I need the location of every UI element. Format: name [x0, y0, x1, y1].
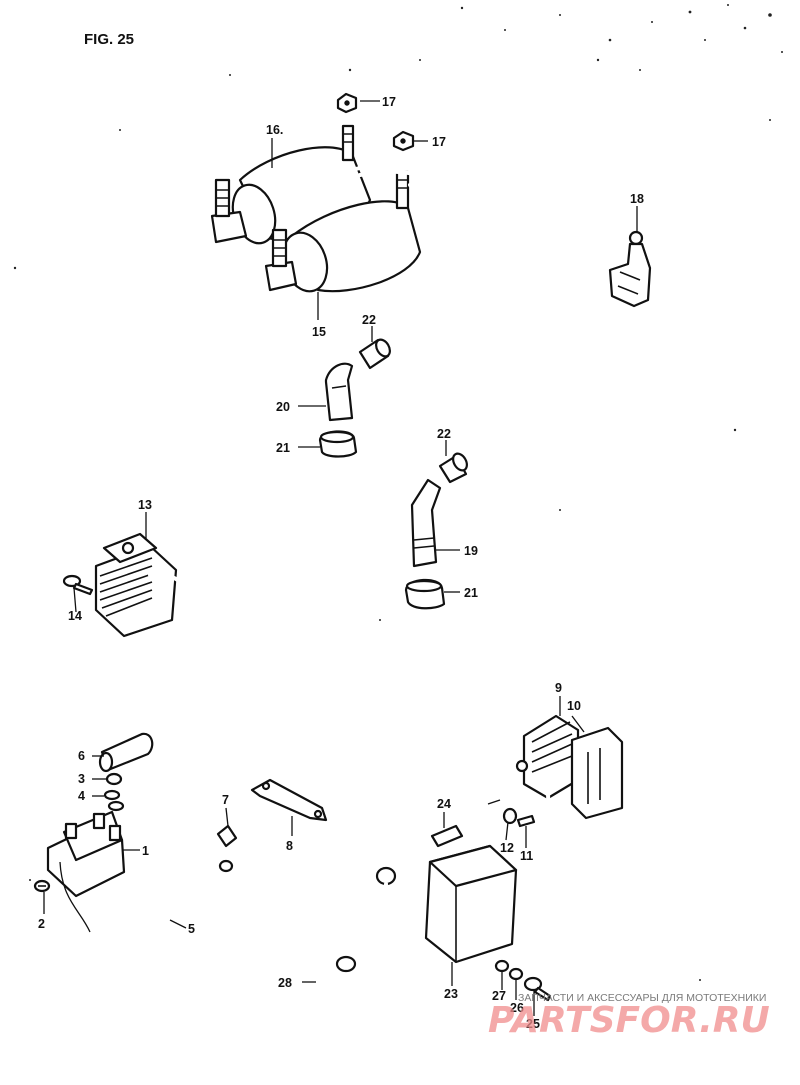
callout-5: 5 [188, 922, 195, 936]
seal-21-upper [318, 430, 358, 458]
cap-7 [216, 824, 238, 848]
clamp-18 [608, 230, 652, 308]
callout-14: 14 [68, 609, 82, 623]
callout-23: 23 [444, 987, 458, 1001]
callout-7: 7 [222, 793, 229, 807]
ignition-coil-15 [264, 170, 422, 293]
callout-17-top: 17 [382, 95, 396, 109]
callout-25: 25 [526, 1017, 540, 1031]
callout-12: 12 [500, 841, 514, 855]
bolt-25 [523, 976, 552, 1002]
callout-21-lower: 21 [464, 586, 478, 600]
fuse-box-cover-10 [570, 726, 624, 820]
callout-18: 18 [630, 192, 644, 206]
earth-cable-28 [301, 866, 397, 1027]
callout-4: 4 [78, 789, 85, 803]
bolt-14 [62, 574, 94, 596]
nut-3 [105, 772, 123, 786]
seal-21-lower [404, 578, 446, 610]
callout-19: 19 [464, 544, 478, 558]
screw-2 [33, 879, 51, 893]
watermark-tagline: ЗАПЧАСТИ И АКСЕССУАРЫ ДЛЯ МОТОТЕХНИКИ [518, 992, 766, 1004]
callout-10: 10 [567, 699, 581, 713]
leader-lines [43, 100, 638, 1016]
callout-24: 24 [437, 797, 451, 811]
callout-1: 1 [142, 844, 149, 858]
starter-relay-1 [46, 810, 126, 933]
battery-23 [424, 844, 518, 964]
callout-16: 16. [266, 123, 283, 137]
plug-cap-20 [324, 362, 354, 422]
nut-17-right [392, 130, 415, 152]
watermark-logo: PARTSFOR.RU [488, 1000, 770, 1041]
ignition-coil-16 [210, 124, 372, 245]
washer-4 [103, 789, 125, 812]
callout-3: 3 [78, 772, 85, 786]
callout-15: 15 [312, 325, 326, 339]
cap-6 [98, 732, 154, 773]
figure-label: FIG. 25 [84, 31, 134, 48]
rectifier-regulator-13 [94, 532, 210, 662]
callout-17-right: 17 [432, 135, 446, 149]
callout-6: 6 [78, 749, 85, 763]
bracket-8 [250, 778, 328, 822]
callout-2: 2 [38, 917, 45, 931]
washer-27 [494, 959, 510, 973]
cable-5 [117, 806, 234, 1033]
callout-21-upper: 21 [276, 441, 290, 455]
washer-26 [508, 967, 524, 981]
callout-26: 26 [510, 1001, 524, 1015]
callout-9: 9 [555, 681, 562, 695]
callout-27: 27 [492, 989, 506, 1003]
washer-12 [502, 807, 518, 825]
callout-22-lower: 22 [437, 427, 451, 441]
scan-noise [13, 4, 783, 981]
joint-22-upper [358, 338, 391, 370]
callout-22-upper: 22 [362, 313, 376, 327]
callout-11: 11 [520, 849, 533, 863]
fuse-24 [430, 824, 464, 848]
callout-28: 28 [278, 976, 292, 990]
coil-high-tension-leads [350, 162, 670, 550]
nut-17-top [336, 92, 358, 114]
callout-13: 13 [138, 498, 152, 512]
callout-8: 8 [286, 839, 293, 853]
plug-cap-19 [410, 478, 442, 568]
callout-20: 20 [276, 400, 290, 414]
joint-22-lower [438, 452, 468, 484]
screw-11 [516, 814, 536, 828]
